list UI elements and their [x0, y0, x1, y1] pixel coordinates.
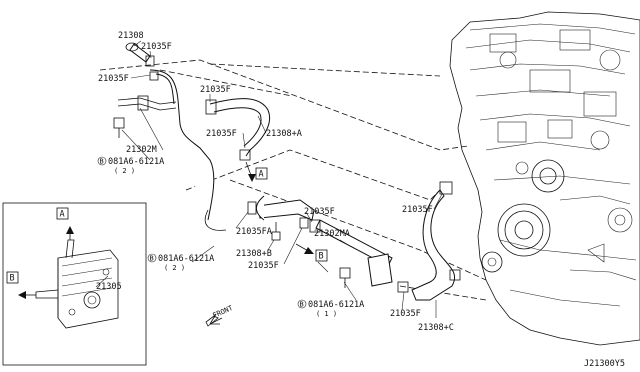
bolt-symbol: B	[150, 255, 154, 263]
bolt-qty: ( 2 )	[164, 264, 185, 272]
label-21035f-lower: 21035F	[304, 207, 335, 217]
label-21035f-center: 21035F	[206, 129, 237, 139]
label-21035f-top: 21035F	[141, 42, 172, 52]
front-label: FRONT	[212, 304, 235, 320]
bolt-callout-3: B 081A6-6121A ( 1 )	[297, 299, 364, 318]
ref-a-inset-text: A	[60, 210, 65, 220]
flow-arrows	[18, 161, 314, 299]
bolt-symbol: B	[100, 158, 104, 166]
label-21035f-bottom: 21035F	[248, 261, 279, 271]
pipe-21302ma	[309, 219, 409, 293]
ref-marker-a-inset: A	[56, 207, 69, 220]
label-21035f-rightlow: 21035F	[390, 309, 421, 319]
hose-21308a	[205, 98, 270, 161]
label-21302ma: 21302MA	[314, 229, 350, 239]
hose-21308c	[411, 181, 461, 301]
label-21035fa: 21035FA	[236, 227, 272, 237]
ref-a-text: A	[259, 170, 264, 180]
diagram-code: J21300Y5	[584, 359, 625, 369]
bolt-code: 081A6-6121A	[158, 254, 214, 264]
hose-21308	[125, 42, 159, 81]
label-21308c: 21308+C	[418, 323, 454, 333]
bolt-qty: ( 2 )	[114, 167, 135, 175]
label-21305: 21305	[96, 282, 122, 292]
label-21035f-right: 21035F	[402, 205, 433, 215]
bolt-symbol: B	[300, 301, 304, 309]
bolt-callout-2: B 081A6-6121A ( 2 )	[147, 253, 214, 272]
hose-21302m	[113, 69, 227, 231]
bolt-code: 081A6-6121A	[108, 157, 164, 167]
ref-marker-a-main: A	[255, 167, 268, 180]
label-21035f-left: 21035F	[98, 74, 129, 84]
bolt-callout-1: B 081A6-6121A ( 2 )	[97, 156, 164, 175]
ref-b-text: B	[319, 252, 324, 262]
label-21308: 21308	[118, 31, 144, 41]
ref-marker-b-main: B	[315, 249, 328, 262]
label-21302m: 21302M	[126, 145, 157, 155]
label-21308b: 21308+B	[236, 249, 272, 259]
ref-marker-b-inset: B	[6, 271, 19, 284]
oil-cooler-inset	[2, 202, 147, 366]
part-labels: 21308 21035F 21035F 21035F 21035F 21308+…	[96, 31, 454, 333]
leader-lines	[95, 40, 443, 318]
engine-assembly	[449, 11, 640, 346]
label-21308a: 21308+A	[266, 129, 302, 139]
dashed-guide-lines	[99, 59, 487, 301]
front-direction-arrow-icon	[205, 313, 223, 327]
bolt-code: 081A6-6121A	[308, 300, 364, 310]
bolt-qty: ( 1 )	[316, 310, 337, 318]
label-21035f-mid: 21035F	[200, 85, 231, 95]
ref-b-inset-text: B	[10, 274, 15, 284]
